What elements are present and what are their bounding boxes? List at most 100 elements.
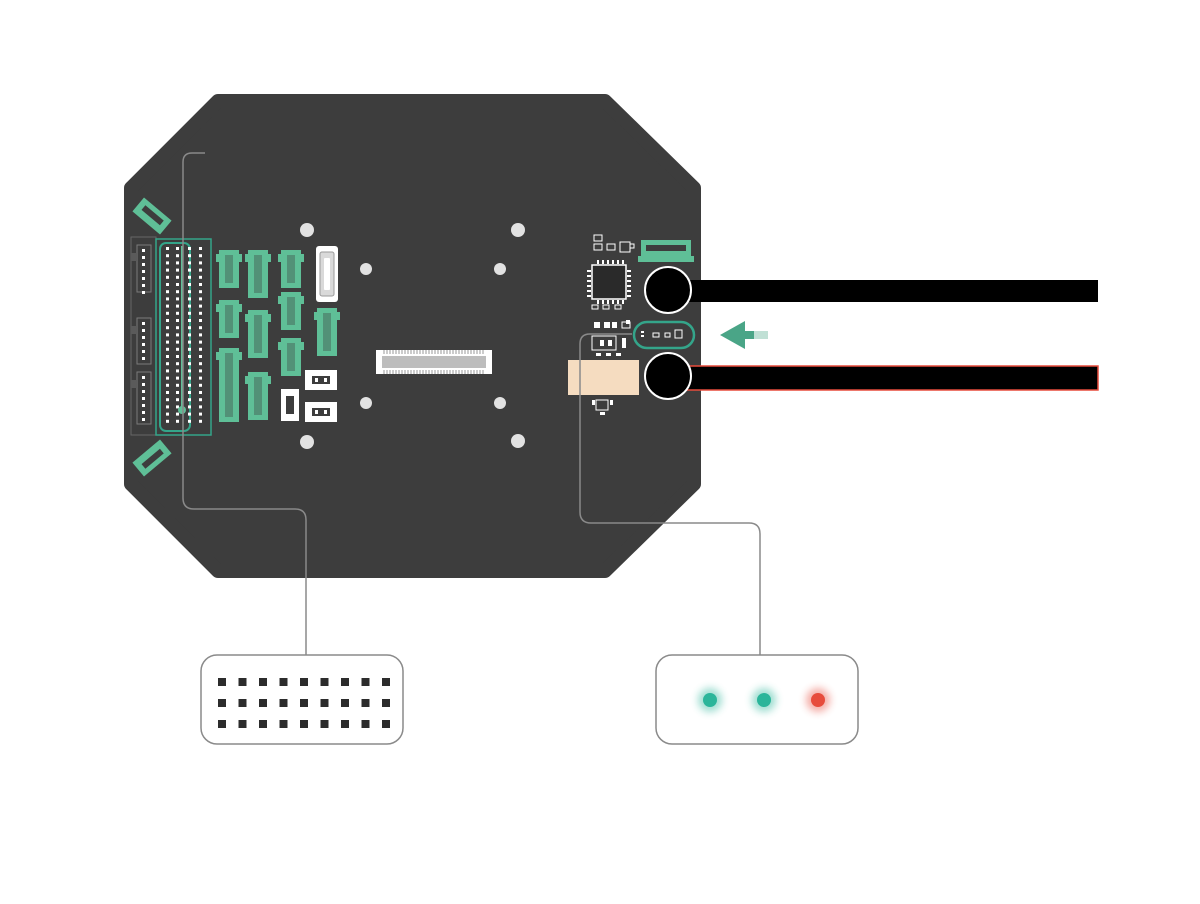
side-pin — [142, 256, 145, 259]
mounting-hole — [300, 435, 314, 449]
angled-connector-bottom — [132, 439, 172, 477]
header-pin — [166, 340, 169, 344]
header-pin — [199, 405, 202, 409]
header-pin — [166, 275, 169, 279]
usb-c-connector — [316, 246, 338, 302]
mounting-holes — [300, 223, 525, 449]
side-pin — [142, 357, 145, 360]
header-pin — [166, 283, 169, 286]
header-pin — [199, 340, 202, 344]
pin-dot — [279, 678, 288, 686]
pin-dot — [259, 678, 267, 686]
pin-dot — [361, 720, 370, 728]
arrow-left-icon — [720, 321, 768, 349]
pin-dot — [382, 678, 390, 686]
mcu-chip — [591, 264, 627, 300]
header-pin — [199, 319, 202, 322]
jst-connector — [281, 292, 301, 330]
header-pin — [188, 268, 191, 272]
header-pin — [176, 383, 179, 387]
callout-line-left — [182, 152, 307, 655]
pin-dot — [320, 720, 329, 728]
mounting-hole — [360, 263, 372, 275]
mounting-hole — [494, 397, 506, 409]
side-pin — [142, 390, 145, 393]
side-pin — [142, 270, 145, 273]
pin-header-dots — [218, 678, 390, 728]
ribbon-connector — [376, 350, 492, 374]
header-pin — [176, 376, 179, 380]
mcu-chip-pins — [587, 260, 631, 304]
header-pin — [188, 311, 191, 315]
header-pin — [199, 290, 202, 294]
pin-dot — [238, 720, 247, 728]
pin-dot — [341, 720, 349, 728]
header-pin — [199, 362, 202, 366]
pin-dot — [279, 699, 288, 707]
header-pin — [199, 261, 202, 265]
angled-connector-top — [132, 197, 172, 235]
header-pin — [166, 391, 169, 394]
header-pin — [166, 369, 169, 373]
header-pin — [188, 405, 191, 409]
small-pads — [592, 320, 630, 415]
pin-dot — [259, 699, 267, 707]
header-pin — [176, 261, 179, 265]
pin-dot — [279, 720, 288, 728]
side-pin — [142, 350, 145, 353]
pin-dot — [259, 720, 267, 728]
header-pin — [166, 376, 169, 380]
header-pin — [176, 398, 179, 402]
side-pin — [142, 383, 145, 386]
power-terminal-block — [568, 360, 639, 395]
header-pin — [199, 355, 202, 358]
header-pin — [188, 319, 191, 322]
header-pin — [188, 398, 191, 402]
header-pin — [176, 275, 179, 279]
header-pin — [188, 333, 191, 337]
header-pin — [199, 398, 202, 402]
mounting-hole — [360, 397, 372, 409]
led-green-1 — [703, 693, 717, 707]
header-pin — [199, 247, 202, 250]
jst-connector — [219, 300, 239, 338]
header-pin — [166, 383, 169, 387]
header-pin — [166, 326, 169, 330]
cable-top — [644, 266, 1098, 314]
pin-dot — [361, 699, 370, 707]
header-pin — [176, 333, 179, 337]
side-pin — [142, 397, 145, 400]
pin-dot — [218, 678, 226, 686]
pin-dot — [238, 678, 247, 686]
side-pin — [142, 376, 145, 379]
main-pin-header — [155, 238, 212, 436]
header-pin — [176, 319, 179, 322]
header-pin — [188, 376, 191, 380]
header-pin — [176, 340, 179, 344]
header-pin — [188, 347, 191, 351]
jst-connector — [219, 348, 239, 422]
header-pin — [188, 419, 191, 423]
header-pin — [199, 254, 202, 258]
header-pin — [176, 304, 179, 308]
top-right-connector — [638, 240, 694, 262]
header-pin — [176, 405, 179, 409]
header-pin — [176, 311, 179, 315]
pin-dot — [300, 699, 308, 707]
header-pin — [188, 297, 191, 301]
side-pin — [142, 284, 145, 287]
header-pin — [176, 283, 179, 286]
white-connector-1 — [305, 370, 337, 390]
side-pin — [142, 336, 145, 339]
led-green-2 — [757, 693, 771, 707]
header-pin — [199, 347, 202, 351]
side-pin — [142, 329, 145, 332]
white-connector-3 — [281, 389, 299, 421]
jst-connector — [281, 250, 301, 288]
side-pin — [142, 411, 145, 414]
pin-dot — [341, 699, 349, 707]
led-indicator-area — [632, 320, 696, 350]
header-pin — [166, 412, 169, 416]
